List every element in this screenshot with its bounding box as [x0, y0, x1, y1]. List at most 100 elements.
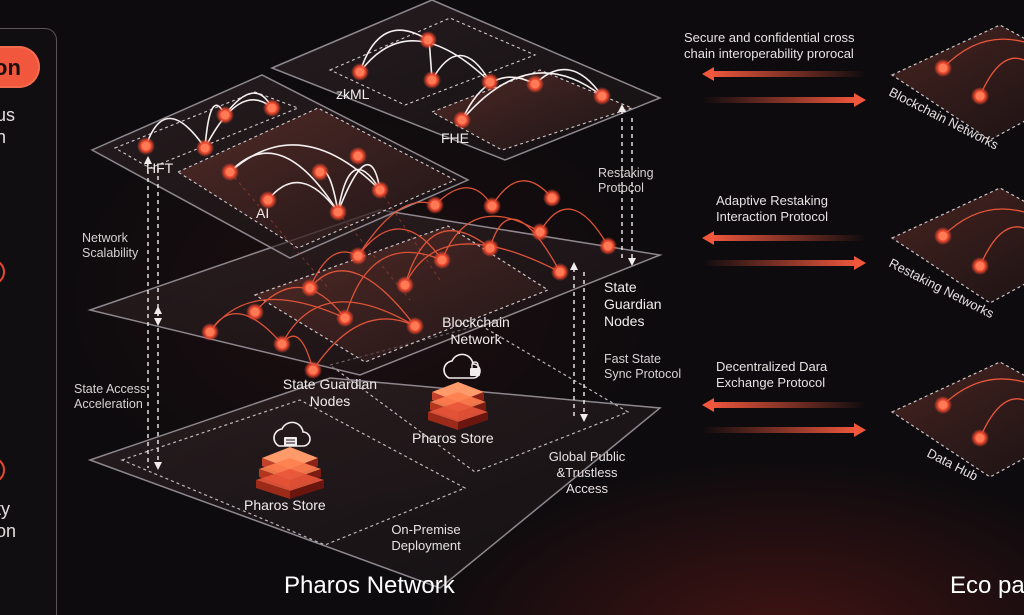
label-state-guardian-nodes: State Guardian Nodes: [282, 376, 378, 409]
node-core: [267, 103, 277, 113]
arrowhead-left-1: [702, 67, 714, 81]
node-core: [315, 167, 325, 177]
label-zkml: zkML: [336, 86, 370, 102]
arrowhead-6: [628, 258, 636, 266]
node-core: [220, 110, 230, 120]
node-core: [430, 200, 440, 210]
label-state-access: State Access Acceleration: [74, 382, 147, 411]
label-blockchain-network: Blockchain Network: [442, 314, 510, 347]
vertical-connectors: [147, 110, 633, 468]
label-protocol-cross-chain: Secure and confidential cross chain inte…: [684, 30, 855, 61]
node-core: [485, 77, 495, 87]
arrowhead-5: [618, 104, 626, 112]
bc-arc-2: [209, 298, 346, 333]
bottom-layer: [87, 377, 662, 589]
node-core: [353, 151, 363, 161]
cloud-lock-icon: [443, 353, 481, 379]
pharos-store-front-icon: [256, 447, 324, 499]
node-core: [250, 307, 260, 317]
node-core: [308, 365, 318, 375]
label-protocol-data-exchange: Decentralized Dara Exchange Protocol: [716, 359, 828, 390]
arrowhead-right-1: [854, 93, 866, 107]
node-core: [457, 115, 467, 125]
arrowhead-1: [144, 156, 152, 164]
eco-link: [942, 378, 1024, 406]
interlayer-link-1: [229, 171, 331, 291]
node-core: [975, 91, 985, 101]
bc-arc-5: [309, 270, 416, 327]
nodes: [137, 31, 617, 379]
node-core: [277, 339, 287, 349]
label-pharos-store-front: Pharos Store: [244, 497, 326, 513]
left-panel-text-fragment-1: us n: [0, 105, 16, 147]
node-core: [938, 63, 948, 73]
node-core: [355, 67, 365, 77]
node-core: [305, 283, 315, 293]
bc-arc-6: [344, 251, 443, 319]
label-ai: AI: [256, 205, 270, 221]
fhe-arc-2: [534, 68, 603, 97]
arrow-left-2: [710, 235, 866, 241]
bc-arc-7: [357, 228, 443, 261]
interlayer-link-2: [337, 211, 411, 301]
label-network-scalability: Network Scalability: [82, 231, 139, 260]
zkml-arc-3: [359, 40, 491, 83]
arrow-left-3: [710, 402, 866, 408]
hft-arc-1: [145, 117, 206, 149]
fhe-zone: [430, 69, 634, 151]
arrowhead-4: [154, 462, 162, 470]
node-core: [400, 280, 410, 290]
node-core: [487, 201, 497, 211]
node-core: [141, 141, 151, 151]
arrowhead-right-3: [854, 423, 866, 437]
bc-arc-8: [404, 230, 491, 286]
label-fhe: FHE: [441, 130, 469, 146]
eco-restaking-diamond: [890, 187, 1024, 304]
ai-arc-6: [229, 144, 381, 191]
interlayer-links: [229, 171, 441, 301]
zkml-zone: [328, 17, 537, 106]
bc-arc-13: [491, 180, 553, 207]
node-core: [423, 35, 433, 45]
ai-arc-3: [337, 168, 381, 213]
arrowhead-left-3: [702, 398, 714, 412]
connector-arrowheads: [144, 104, 636, 470]
node-core: [410, 321, 420, 331]
node-core: [263, 195, 273, 205]
eco-link: [942, 38, 1024, 69]
node-core: [938, 400, 948, 410]
eco-link: [942, 208, 1024, 237]
ai-arc-5: [337, 163, 381, 213]
cloud-server-icon: [273, 421, 311, 447]
title-eco: Eco pa: [950, 572, 1024, 599]
label-protocol-restaking: Adaptive Restaking Interaction Protocol: [716, 193, 829, 224]
arrowhead-3: [154, 306, 162, 314]
node-core: [340, 313, 350, 323]
node-core: [975, 261, 985, 271]
arrow-right-1: [702, 97, 858, 103]
label-global-public: Global Public &Trustless Access: [548, 449, 626, 496]
label-fast-state-sync: Fast State Sync Protocol: [604, 352, 682, 381]
label-on-premise: On-Premise Deployment: [391, 522, 461, 553]
arrowhead-2: [154, 318, 162, 326]
left-panel-text-fragment-2: ty on: [0, 499, 17, 541]
bc-arc-10: [489, 218, 561, 273]
node-core: [547, 193, 557, 203]
fhe-arc-3: [461, 72, 603, 121]
title-pharos-network: Pharos Network: [284, 572, 455, 599]
protocol-arrows: [702, 67, 866, 437]
arrowhead-left-2: [702, 231, 714, 245]
node-core: [427, 75, 437, 85]
zkml-arc-4: [431, 54, 491, 83]
node-core: [555, 267, 565, 277]
bc-arc-11: [539, 208, 609, 247]
left-panel-circle-2: [0, 459, 5, 481]
node-core: [535, 227, 545, 237]
node-core: [200, 143, 210, 153]
node-core: [597, 91, 607, 101]
blockchain-network-zone: [253, 225, 550, 363]
arrowhead-8: [580, 414, 588, 422]
arrowhead-7: [570, 262, 578, 270]
